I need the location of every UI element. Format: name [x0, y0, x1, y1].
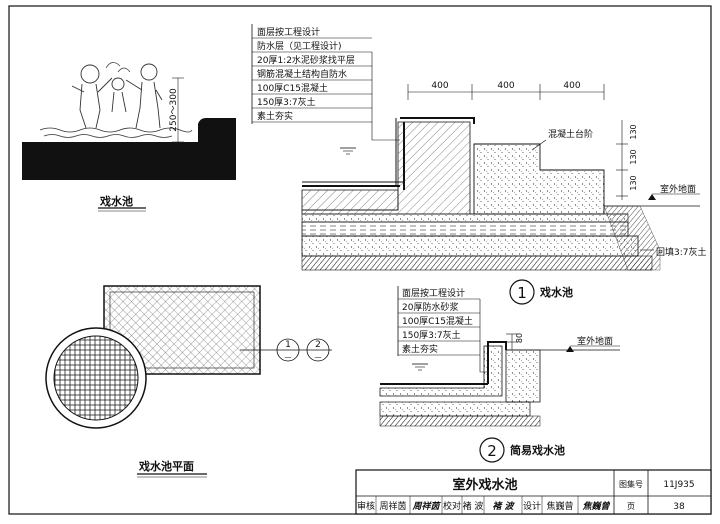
d1-dim-right-1: 130	[629, 149, 638, 164]
d1-dim-top-0: 400	[431, 81, 448, 91]
detail1-number-circle	[509, 279, 535, 305]
tb-designer: 焦巍曾	[546, 500, 573, 512]
plan-title: 戏水池平面	[138, 459, 194, 473]
tb-checker-signature: 褚 波	[492, 501, 515, 512]
fountain-height-dim: 250～300	[169, 88, 179, 132]
fountain-label: 戏水池	[99, 194, 133, 208]
compacted-soil-layer	[301, 255, 653, 271]
detail2-number-circle	[479, 437, 505, 463]
d2-layer-2: 100厚C15混凝土	[402, 315, 473, 327]
d2-layer-0: 面层按工程设计	[402, 287, 465, 299]
svg-text:—: —	[315, 353, 322, 361]
section-mark-2-number: 2	[315, 340, 321, 350]
d1-dim-right-2: 130	[629, 175, 638, 190]
detail1-title: 戏水池	[539, 285, 573, 299]
d1-layer-1: 防水层（见工程设计)	[257, 40, 342, 52]
d1-dim-right-0: 130	[629, 124, 638, 139]
d2-layer-4: 素土夯实	[402, 343, 438, 355]
page-number: 38	[673, 502, 685, 512]
tb-design-label: 设计	[523, 500, 541, 512]
d1-backfill-label: 回填3:7灰土	[656, 246, 707, 258]
lime-soil-layer	[301, 235, 639, 257]
d2-layer-3: 150厚3:7灰土	[402, 329, 461, 341]
title-block-title: 室外戏水池	[452, 477, 517, 493]
detail2-layer-callout: 面层按工程设计 20厚防水砂浆 100厚C15混凝土 150厚3:7灰土 素土夯…	[397, 286, 488, 373]
concrete-step	[473, 143, 605, 215]
detail2-title: 简易戏水池	[510, 443, 565, 457]
detail1-number: 1	[517, 284, 527, 302]
detail1-layer-callout: 面层按工程设计 防水层（见工程设计) 20厚1:2水泥砂浆找平层 钢筋混凝土结构…	[251, 24, 400, 141]
tb-designer-signature: 焦巍曾	[582, 501, 610, 512]
detail2-section: 80 室外地面	[379, 333, 620, 427]
tb-check-label: 校对	[443, 500, 461, 512]
tb-reviewer: 周祥茵	[379, 500, 406, 512]
d1-step-label: 混凝土台阶	[548, 128, 593, 140]
section-mark-1-number: 1	[285, 340, 291, 350]
title-block: 室外戏水池 图集号 11J935 页 38 审核 周祥茵 周祥茵 校对 褚 波 …	[355, 469, 712, 515]
atlas-number: 11J935	[663, 480, 694, 490]
d2-dim-80: 80	[515, 333, 524, 343]
atlas-label: 图集号	[619, 479, 643, 489]
d1-dim-top-1: 400	[497, 81, 514, 91]
d1-layer-6: 素土夯实	[257, 110, 293, 122]
d2-layer-1: 20厚防水砂浆	[402, 301, 458, 313]
d1-ground-label: 室外地面	[660, 183, 696, 195]
page-label: 页	[627, 502, 635, 511]
children-figures-icon	[71, 62, 163, 129]
c15-concrete-layer	[301, 221, 629, 237]
d1-layer-2: 20厚1:2水泥砂浆找平层	[257, 54, 355, 66]
pool-wall-section	[22, 118, 236, 180]
detail2-number: 2	[487, 442, 497, 460]
tb-reviewer-signature: 周祥茵	[411, 501, 441, 512]
d1-layer-5: 150厚3:7灰土	[257, 96, 316, 108]
tb-checker: 褚 波	[463, 500, 484, 512]
detail1-section: 400 400 400 130 130 130	[301, 81, 707, 271]
tb-review-label: 审核	[357, 500, 375, 512]
fountain-sketch: 250～300	[22, 62, 236, 180]
pool-plan: 1 2 — —	[45, 285, 332, 429]
d1-layer-0: 面层按工程设计	[257, 26, 320, 38]
d2-ground-label: 室外地面	[577, 335, 613, 347]
d1-layer-4: 100厚C15混凝土	[257, 82, 328, 94]
d1-layer-3: 钢筋混凝土结构自防水	[257, 68, 347, 80]
svg-text:—: —	[285, 353, 292, 361]
d1-dim-top-2: 400	[563, 81, 580, 91]
